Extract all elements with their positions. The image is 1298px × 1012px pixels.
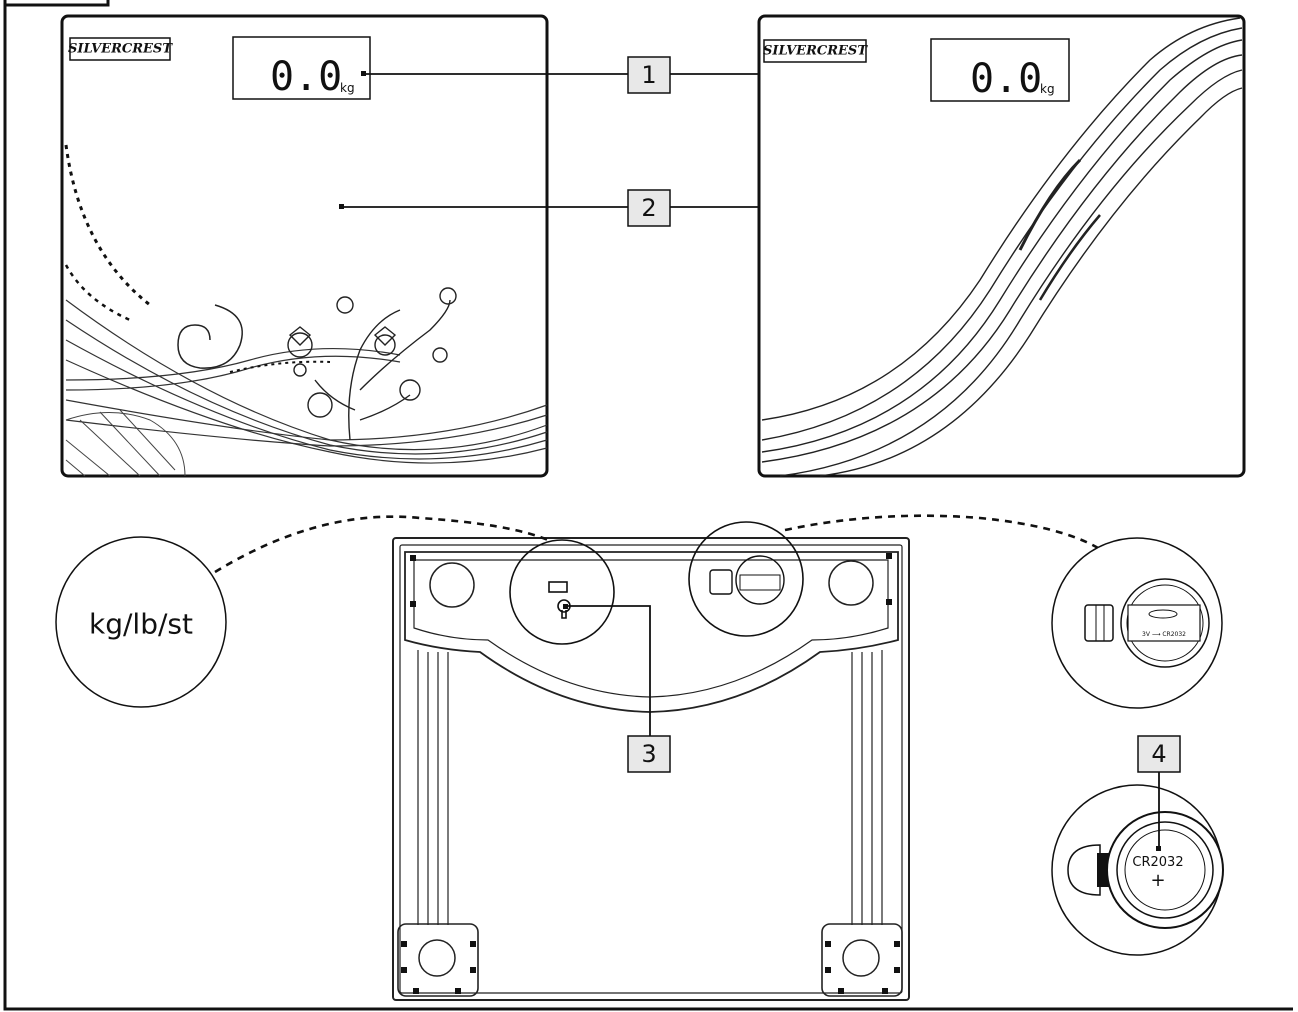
unit-switch-callout: kg/lb/st [55,536,227,708]
dashed-connector-right [784,514,1099,550]
display-left: 0.0 kg [232,36,371,100]
corner-markers [401,553,900,994]
battery-zoom-callout: 3V ⟶ CR2032 [1051,537,1223,709]
brand-text: SILVERCREST [763,44,868,59]
unit-switch-zone [509,539,615,645]
display-unit: kg [1040,82,1055,96]
display-reading: 0.0 [270,54,342,100]
unit-switch-label: kg/lb/st [89,608,193,641]
callout-label-3: 3 [641,740,656,768]
dotted-stem [229,360,331,373]
display-unit: kg [340,81,355,95]
battery-small-label: 3V ⟶ CR2032 [1142,631,1186,638]
callout-1: 1 [361,56,760,94]
battery-polarity: + [1150,870,1165,891]
display-reading: 0.0 [970,56,1042,102]
flower-decoration [287,287,457,441]
callout-3: 3 [563,604,671,773]
dotted-arc-decoration [64,144,151,307]
brand-text: SILVERCREST [68,42,173,57]
callout-2: 2 [339,189,760,227]
outer-frame [3,0,1293,1011]
spiral-decoration [177,304,243,369]
callout-label-2: 2 [641,194,656,222]
battery-compartment-zone [688,521,804,637]
scale-top-waves: SILVERCREST 0.0 kg [757,14,1246,478]
corner-tab [5,0,110,7]
wave-lines [761,17,1243,477]
scale-top-floral: SILVERCREST 0.0 kg [60,14,549,478]
display-right: 0.0 kg [930,38,1070,102]
battery-type-label: CR2032 [1132,855,1183,870]
swirl-lines [65,299,548,464]
callout-label-4: 4 [1151,740,1166,768]
brand-logo-left: SILVERCREST [68,37,173,61]
callout-4: 4 [1137,735,1181,851]
callout-label-1: 1 [641,61,656,89]
dashed-connector-left [214,515,549,574]
brand-logo-right: SILVERCREST [763,39,868,63]
hatched-circle-decoration [65,409,186,477]
battery-install-callout: CR2032 + [1051,784,1224,956]
